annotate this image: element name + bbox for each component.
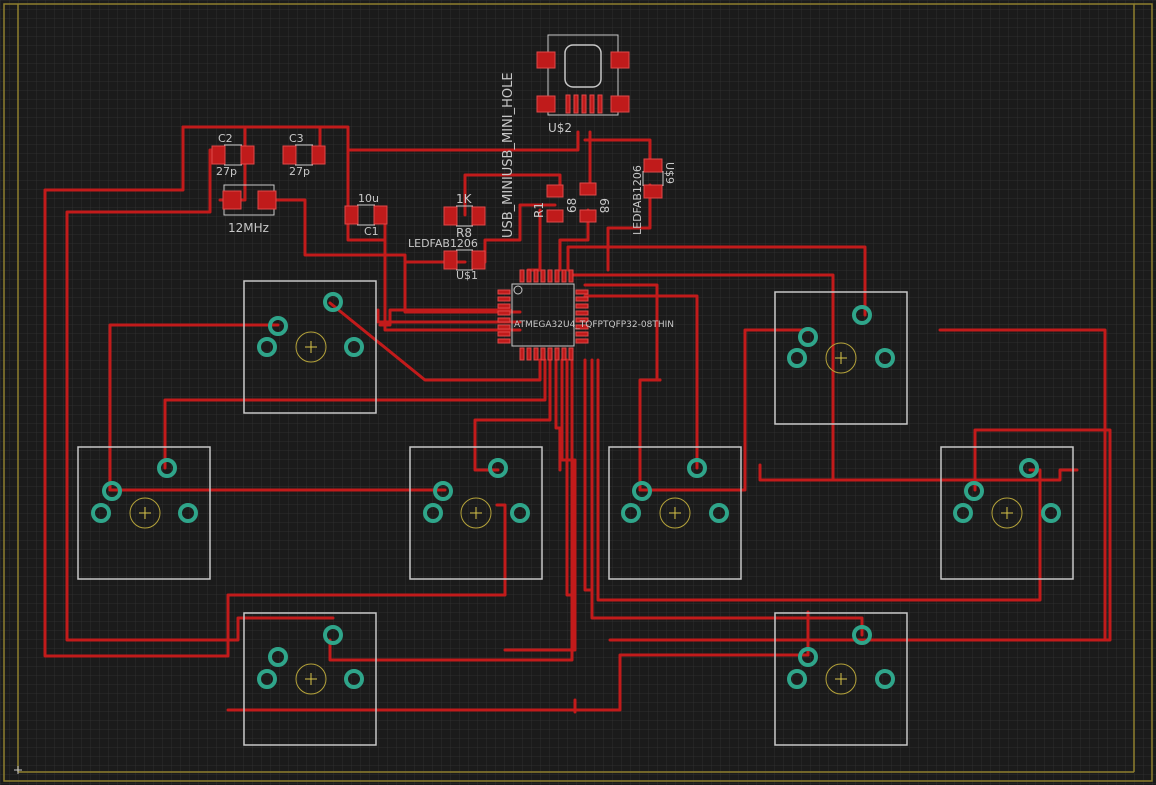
crosshair-icon	[305, 341, 317, 353]
mcu-label: ATMEGA32U4_TQFPTQFP32-08THIN	[514, 320, 674, 330]
c1-value: 10u	[358, 192, 379, 205]
crystal-12mhz[interactable]	[222, 184, 277, 216]
r2-value: 68	[597, 198, 611, 213]
board-outline	[3, 3, 1153, 782]
crosshair-icon	[470, 507, 482, 519]
u1-value: LEDFAB1206	[408, 237, 478, 250]
u1-label: U$1	[456, 269, 478, 282]
c1-label: C1	[364, 225, 379, 238]
r1-value: 68	[565, 198, 579, 213]
c2-label: C2	[218, 132, 233, 145]
switch-footprint-1[interactable]	[243, 280, 377, 414]
c3-value: 27p	[289, 165, 310, 178]
u9-label: U$9	[663, 162, 676, 184]
mcu-atmega32u4[interactable]	[497, 269, 589, 361]
capacitor-c1[interactable]	[344, 204, 388, 226]
switch-footprint-7[interactable]	[243, 612, 377, 746]
crosshair-icon	[669, 507, 681, 519]
capacitor-c2[interactable]	[211, 144, 255, 166]
capacitor-c3[interactable]	[282, 144, 326, 166]
u9-value: LEDFAB1206	[631, 165, 644, 235]
c2-value: 27p	[216, 165, 237, 178]
r8-label: R8	[456, 226, 472, 240]
mcu-pins-top	[519, 269, 574, 283]
resistor-r2[interactable]	[579, 182, 597, 223]
u2-label: U$2	[548, 121, 572, 135]
usb-connector-footprint[interactable]	[536, 34, 630, 116]
led-u9[interactable]	[642, 158, 664, 199]
switch-footprint-5[interactable]	[608, 446, 742, 580]
crosshair-icon	[1001, 507, 1013, 519]
switch-footprint-6[interactable]	[940, 446, 1074, 580]
crosshair-icon	[305, 673, 317, 685]
c3-label: C3	[289, 132, 304, 145]
switch-footprint-8[interactable]	[774, 612, 908, 746]
mcu-pins-bottom	[519, 347, 574, 361]
r8-value: 1K	[456, 192, 473, 206]
crosshair-icon	[139, 507, 151, 519]
resistor-r1[interactable]	[546, 184, 564, 223]
led-u1[interactable]	[443, 249, 486, 271]
crystal-label: 12MHz	[228, 221, 269, 235]
origin-marker-icon	[14, 766, 22, 774]
switch-footprint-2[interactable]	[774, 291, 908, 425]
switch-footprint-3[interactable]	[77, 446, 211, 580]
mcu-pins-right	[575, 289, 589, 344]
switch-footprint-4[interactable]	[409, 446, 543, 580]
usb-label: USB_MINIUSB_MINI_HOLE	[501, 72, 516, 238]
r1-label: R1	[532, 202, 546, 218]
resistor-r8[interactable]	[443, 205, 486, 227]
mcu-pins-left	[497, 289, 511, 344]
crosshair-icon	[835, 673, 847, 685]
crosshair-icon	[835, 352, 847, 364]
